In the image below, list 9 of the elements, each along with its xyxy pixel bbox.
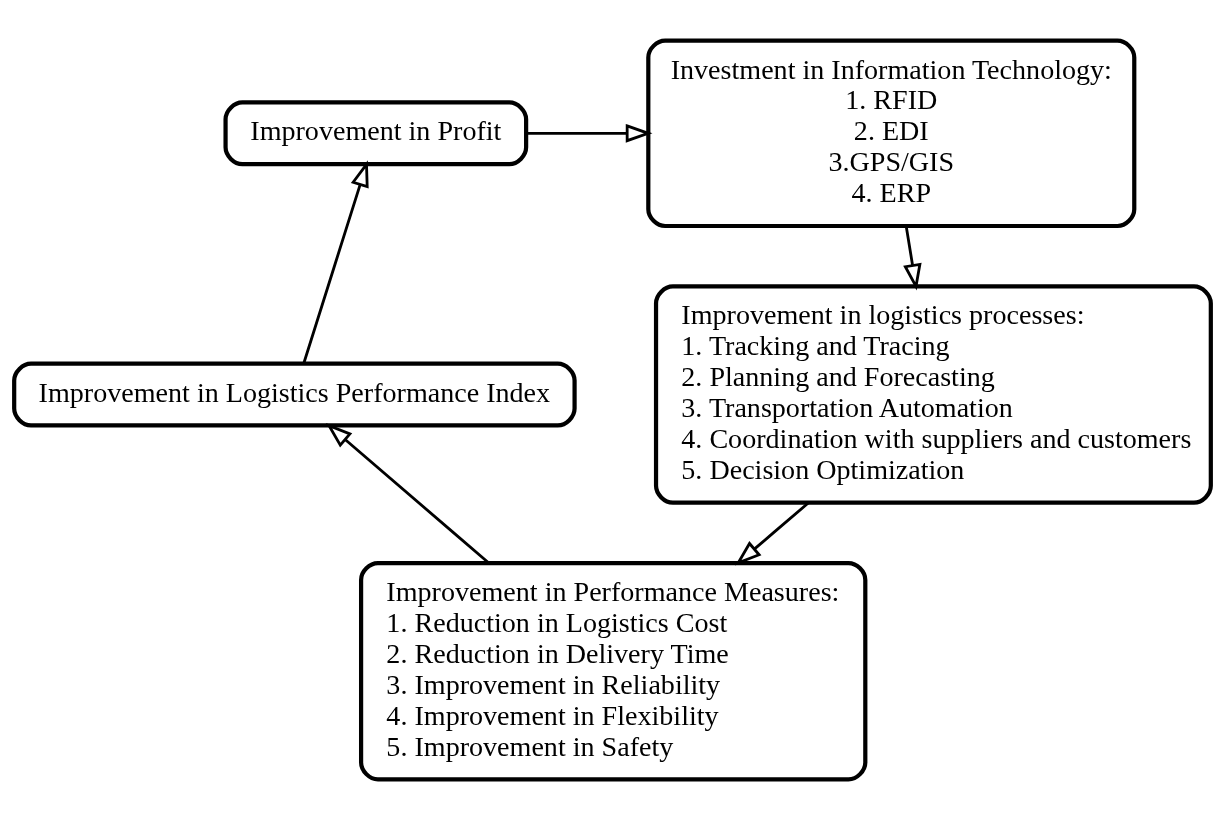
node-box: Improvement in Performance Measures: 1. Reduction in Logistics Cost 2. Reduction in Delivery Time 3. Improvement in Reliability 4. Improvement in Flexibility 5. Improvement in Safety [359,561,868,782]
node-box: Improvement in Logistics Performance Index [12,361,577,428]
arrow [735,501,810,566]
arrow [903,225,922,291]
node-box: Improvement in Profit [223,100,529,167]
arrow [302,160,369,364]
arrow [526,123,653,143]
node-box: Improvement in logistics processes: 1. Tracking and Tracing 2. Planning and Forecasting 3. Transportation Automation 4. Coordination with suppliers and customers 5. Decision Optimization [653,284,1213,505]
node-box: Investment in Information Technology: 1. RFID 2. EDI 3.GPS/GIS 4. ERP [646,38,1137,229]
